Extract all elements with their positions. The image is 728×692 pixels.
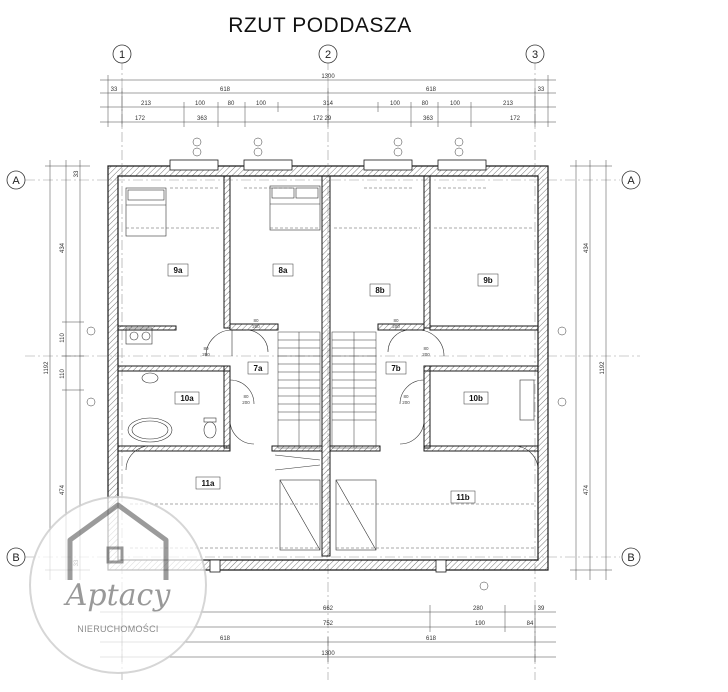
dim-right-total: 1192 <box>600 361 606 375</box>
door-size-label: 80 <box>403 394 409 399</box>
door-size-label: 80 <box>393 318 399 323</box>
axis-label-1: 1 <box>119 49 125 61</box>
room-label-8b: 8b <box>375 286 384 295</box>
dim-bottom-662: 662 <box>323 606 334 612</box>
dim-top-half-right: 618 <box>426 87 437 93</box>
axis-bubble-3 <box>525 44 545 64</box>
dim-bottom-39: 39 <box>538 606 545 612</box>
dim-left-total: 1192 <box>44 361 50 375</box>
plan-title: RZUT PODDASZA <box>228 14 412 37</box>
dim-bottom-190: 190 <box>475 621 486 627</box>
axis-bubble-a-right <box>621 170 641 190</box>
stair-void <box>274 454 377 551</box>
room-label-11b: 11b <box>456 493 469 502</box>
dim-bottom-half-left: 618 <box>220 636 231 642</box>
door-size-label: 80 <box>253 318 259 323</box>
axis-bubble-b-right <box>621 547 641 567</box>
room-label-8a: 8a <box>279 266 288 275</box>
bed-8a <box>269 185 321 231</box>
dim-top-r4-2: 172 29 <box>313 116 332 122</box>
axis-label-a-right: A <box>627 175 635 187</box>
dim-top-r4-3: 363 <box>423 116 434 122</box>
door-size-label: 200 <box>252 324 260 329</box>
dim-bottom-84: 84 <box>527 621 534 627</box>
window-tags <box>86 137 567 591</box>
sink-10a <box>141 372 159 384</box>
logo-circle <box>29 496 207 674</box>
staircase-left <box>277 331 321 449</box>
room-label-7b: 7b <box>391 364 400 373</box>
door-swings <box>125 329 539 471</box>
dim-top-half-left: 618 <box>220 87 231 93</box>
axis-bubble-b-left <box>6 547 26 567</box>
room-labels: 9a 8a 8b 9b 7a 7b 10a 10b 11a 11b <box>167 263 499 504</box>
logo-subtitle: NIERUCHOMOŚCI <box>77 623 158 634</box>
bed-9a <box>125 187 167 237</box>
toilet-10a <box>203 421 217 439</box>
axis-label-a-left: A <box>12 175 20 187</box>
axis-bubble-2 <box>318 44 338 64</box>
dim-top-r4-0: 172 <box>135 116 146 122</box>
door-size-label: 80 <box>243 394 249 399</box>
axis-bubble-a-left <box>6 170 26 190</box>
room-label-11a: 11a <box>202 479 215 488</box>
outer-walls <box>107 159 549 573</box>
dim-top-r3-6: 80 <box>422 101 429 107</box>
door-size-label: 200 <box>422 352 430 357</box>
dim-left-33-top: 33 <box>74 170 80 177</box>
dim-bottom-280: 280 <box>473 606 484 612</box>
dim-bottom-half-right: 618 <box>426 636 437 642</box>
dim-left-434: 434 <box>60 242 66 253</box>
bathtub-10a <box>127 417 173 443</box>
dim-top-r3-0: 213 <box>141 101 152 107</box>
dim-bottom-total: 1300 <box>321 651 335 657</box>
dim-top-r3-3: 100 <box>256 101 267 107</box>
dim-top-edge-left: 33 <box>111 87 118 93</box>
top-dimension-lines <box>100 75 556 127</box>
dim-top-total: 1300 <box>321 74 335 80</box>
dim-left-110a: 110 <box>60 333 66 343</box>
logo-house-icon <box>67 502 169 580</box>
dim-top-r4-1: 363 <box>197 116 208 122</box>
door-size-label: 80 <box>203 346 209 351</box>
dim-top-r3-7: 100 <box>450 101 461 107</box>
room-label-9b: 9b <box>483 276 492 285</box>
dim-top-r3-8: 213 <box>503 101 514 107</box>
axis-label-3: 3 <box>532 49 538 61</box>
dim-bottom-752: 752 <box>323 621 334 627</box>
axis-bubble-1 <box>112 44 132 64</box>
dim-right-434: 434 <box>584 242 590 253</box>
room-label-10a: 10a <box>180 394 194 403</box>
dim-top-r4-4: 172 <box>510 116 521 122</box>
staircase-right <box>331 331 377 449</box>
door-size-label: 80 <box>423 346 429 351</box>
dim-top-r3-2: 80 <box>228 101 235 107</box>
axis-label-b-left: B <box>12 552 19 564</box>
dim-top-r3-5: 100 <box>390 101 401 107</box>
fixture-10b <box>519 379 535 421</box>
axis-label-b-right: B <box>627 552 634 564</box>
axis-label-2: 2 <box>325 49 331 61</box>
dim-top-r3-1: 100 <box>195 101 206 107</box>
logo-name: Aptacy <box>63 578 172 613</box>
axis-bubbles: 1 2 3 A A B B <box>6 44 641 567</box>
door-size-label: 200 <box>202 352 210 357</box>
logo: Aptacy NIERUCHOMOŚCI <box>29 496 207 674</box>
door-size-label: 200 <box>392 324 400 329</box>
room-label-7a: 7a <box>254 364 263 373</box>
logo-window-icon <box>106 546 124 564</box>
door-size-label: 200 <box>402 400 410 405</box>
dim-right-474: 474 <box>584 484 590 495</box>
door-size-label: 200 <box>242 400 250 405</box>
dim-left-474: 474 <box>60 484 66 495</box>
dim-top-edge-right: 33 <box>538 87 545 93</box>
room-label-10b: 10b <box>469 394 483 403</box>
furniture <box>125 185 535 443</box>
room-label-9a: 9a <box>174 266 183 275</box>
dim-top-r3-4: 314 <box>323 101 334 107</box>
inner-walls <box>117 175 539 557</box>
dim-left-110b: 110 <box>60 369 66 379</box>
